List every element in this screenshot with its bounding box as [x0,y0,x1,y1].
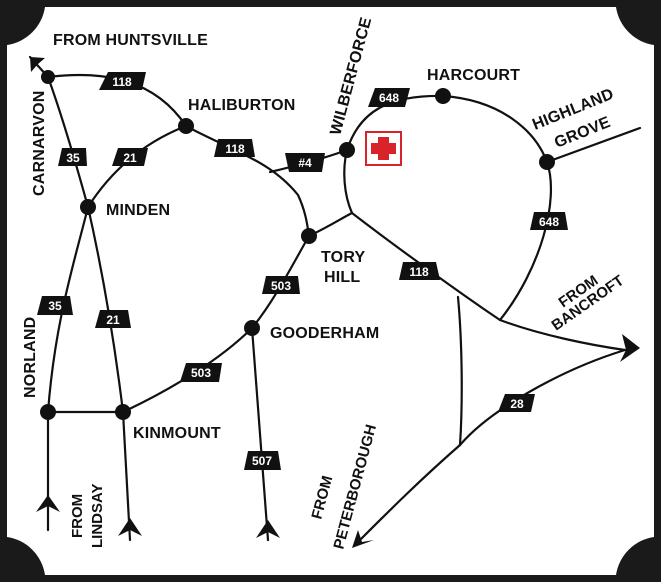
shield-21-a: 21 [112,148,148,166]
shield-118-a: 118 [99,72,146,90]
shield-118-b: 118 [214,139,255,157]
arrow-huntsville-icon [30,57,45,72]
road-507 [250,326,270,542]
town-dot-tory-hill [301,228,317,244]
shield-503-b-label: 503 [191,366,211,380]
shield-648-a: 648 [368,88,410,107]
town-dot-gooderham [244,320,260,336]
town-label-minden: MINDEN [106,202,170,219]
road-35 [46,75,90,532]
town-label-norland: NORLAND [22,317,39,398]
shield-507: 507 [244,451,281,470]
road-bancroft-connector [456,295,463,447]
arrow-507-south-icon [256,520,280,538]
shield-648-b: 648 [530,212,568,230]
town-dot-norland [40,404,56,420]
shield-507-label: 507 [252,454,272,468]
from-huntsville-label: FROM HUNTSVILLE [53,32,208,49]
shield-118-c-label: 118 [409,265,429,279]
town-label-harcourt: HARCOURT [427,67,520,84]
town-dots [40,70,555,420]
arrow-peterborough-icon [352,530,374,548]
from-lindsay-label-line2: LINDSAY [89,484,106,548]
shield-4: #4 [285,153,325,172]
shield-35-a-label: 35 [66,151,80,165]
map-paper [7,7,654,575]
town-dot-minden [80,199,96,215]
shield-118-a-label: 118 [112,75,132,89]
direction-arrows [30,57,640,548]
shield-503-b: 503 [180,363,222,382]
shield-503-a: 503 [262,276,300,294]
town-label-hill: HILL [324,269,360,286]
shield-21-b-label: 21 [106,313,120,327]
town-dot-highland-grove [539,154,555,170]
shield-28: 28 [498,394,535,412]
shield-118-c: 118 [399,262,440,280]
shield-35-b-label: 35 [48,299,62,313]
shield-21-a-label: 21 [123,151,137,165]
shield-118-b-label: 118 [225,142,245,156]
town-label-haliburton: HALIBURTON [188,97,295,114]
town-dot-harcourt [435,88,451,104]
shield-503-a-label: 503 [271,279,291,293]
shield-648-b-label: 648 [539,215,559,229]
arrow-lindsay-icon [36,495,60,512]
town-dot-carnarvon [41,70,55,84]
town-label-tory: TORY [321,249,365,266]
hospital-cross-icon [365,131,402,166]
town-dot-haliburton [178,118,194,134]
shield-28-label: 28 [510,397,524,411]
shield-35-a: 35 [58,148,87,166]
arrow-kinmount-south-icon [118,518,142,536]
arrow-bancroft-icon [620,334,640,362]
shield-648-a-label: 648 [379,91,399,105]
town-label-kinmount: KINMOUNT [133,425,221,442]
town-dot-wilberforce [339,142,355,158]
route-shields: 118 35 21 118 #4 648 648 118 [37,72,568,470]
town-label-gooderham: GOODERHAM [270,325,379,342]
shield-35-b: 35 [37,296,73,315]
shield-21-b: 21 [95,310,131,328]
shield-4-label: #4 [298,156,312,170]
road-21 [86,124,188,542]
from-lindsay-label-line1: FROM [69,494,86,538]
town-label-carnarvon: CARNARVON [31,90,48,196]
town-dot-kinmount [115,404,131,420]
road-highland-grove-east [545,126,642,164]
